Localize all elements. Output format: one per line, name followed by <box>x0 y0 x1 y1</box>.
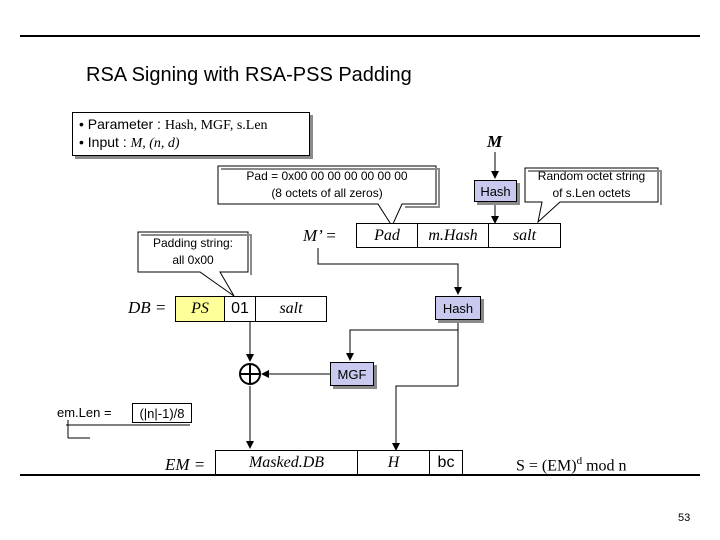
hash-box-top: Hash <box>474 180 517 202</box>
bc-cell: bc <box>429 450 463 476</box>
pad-cell: Pad <box>356 223 418 248</box>
em-label: EM = <box>165 455 206 474</box>
parameter-prefix: Parameter : <box>87 116 165 132</box>
signature-suffix: mod n <box>582 457 627 475</box>
pad-callout: Pad = 0x00 00 00 00 00 00 00 (8 octets o… <box>218 168 436 202</box>
padding-callout-line1: Padding string: <box>152 236 234 250</box>
hash-box-mid: Hash <box>435 296 481 320</box>
input-line: • Input : M, (n, d) <box>79 133 309 151</box>
emlen-label: em.Len = <box>56 405 113 420</box>
signature-exponent: d <box>576 455 583 467</box>
masked-db-cell: Masked.DB <box>215 450 358 476</box>
padding-callout-line2: all 0x00 <box>172 253 214 267</box>
parameter-box: • Parameter : Hash, MGF, s.Len • Input :… <box>72 112 310 156</box>
slide-title: RSA Signing with RSA-PSS Padding <box>86 64 412 86</box>
padding-callout: Padding string: all 0x00 <box>138 235 248 269</box>
bullet-icon: • <box>79 116 88 132</box>
h-cell: H <box>357 450 430 476</box>
page-number: 53 <box>678 512 691 524</box>
bottom-rule <box>20 474 700 476</box>
parameter-value: Hash, MGF, s.Len <box>164 118 268 133</box>
parameter-line: • Parameter : Hash, MGF, s.Len <box>79 115 309 133</box>
mgf-box: MGF <box>330 362 374 386</box>
random-callout-line1: Random octet string <box>537 169 646 183</box>
message-label: M <box>487 132 503 151</box>
random-callout-line2: of s.Len octets <box>552 186 631 200</box>
random-callout-shape <box>524 167 659 224</box>
top-rule <box>20 35 700 37</box>
salt-db-cell: salt <box>255 296 327 322</box>
mhash-cell: m.Hash <box>417 223 489 248</box>
pad-callout-line2: (8 octets of all zeros) <box>271 186 383 200</box>
m-prime-label: M’ = <box>303 226 337 245</box>
bullet-icon: • <box>79 134 88 150</box>
one-cell: 01 <box>224 296 256 322</box>
input-prefix: Input : <box>87 134 131 150</box>
random-callout: Random octet string of s.Len octets <box>525 168 658 202</box>
signature-formula: S = (EM)d mod n <box>516 455 627 475</box>
db-label: DB = <box>128 298 167 317</box>
ps-cell: PS <box>175 296 225 322</box>
pad-callout-line1: Pad = 0x00 00 00 00 00 00 00 <box>246 169 408 183</box>
pad-callout-shape <box>217 165 437 228</box>
padding-callout-shape <box>137 231 249 297</box>
emlen-value: (|n|-1)/8 <box>132 403 192 423</box>
salt-top-cell: salt <box>488 223 561 248</box>
signature-prefix: S = (EM) <box>516 457 577 475</box>
input-value: M, (n, d) <box>130 136 180 151</box>
